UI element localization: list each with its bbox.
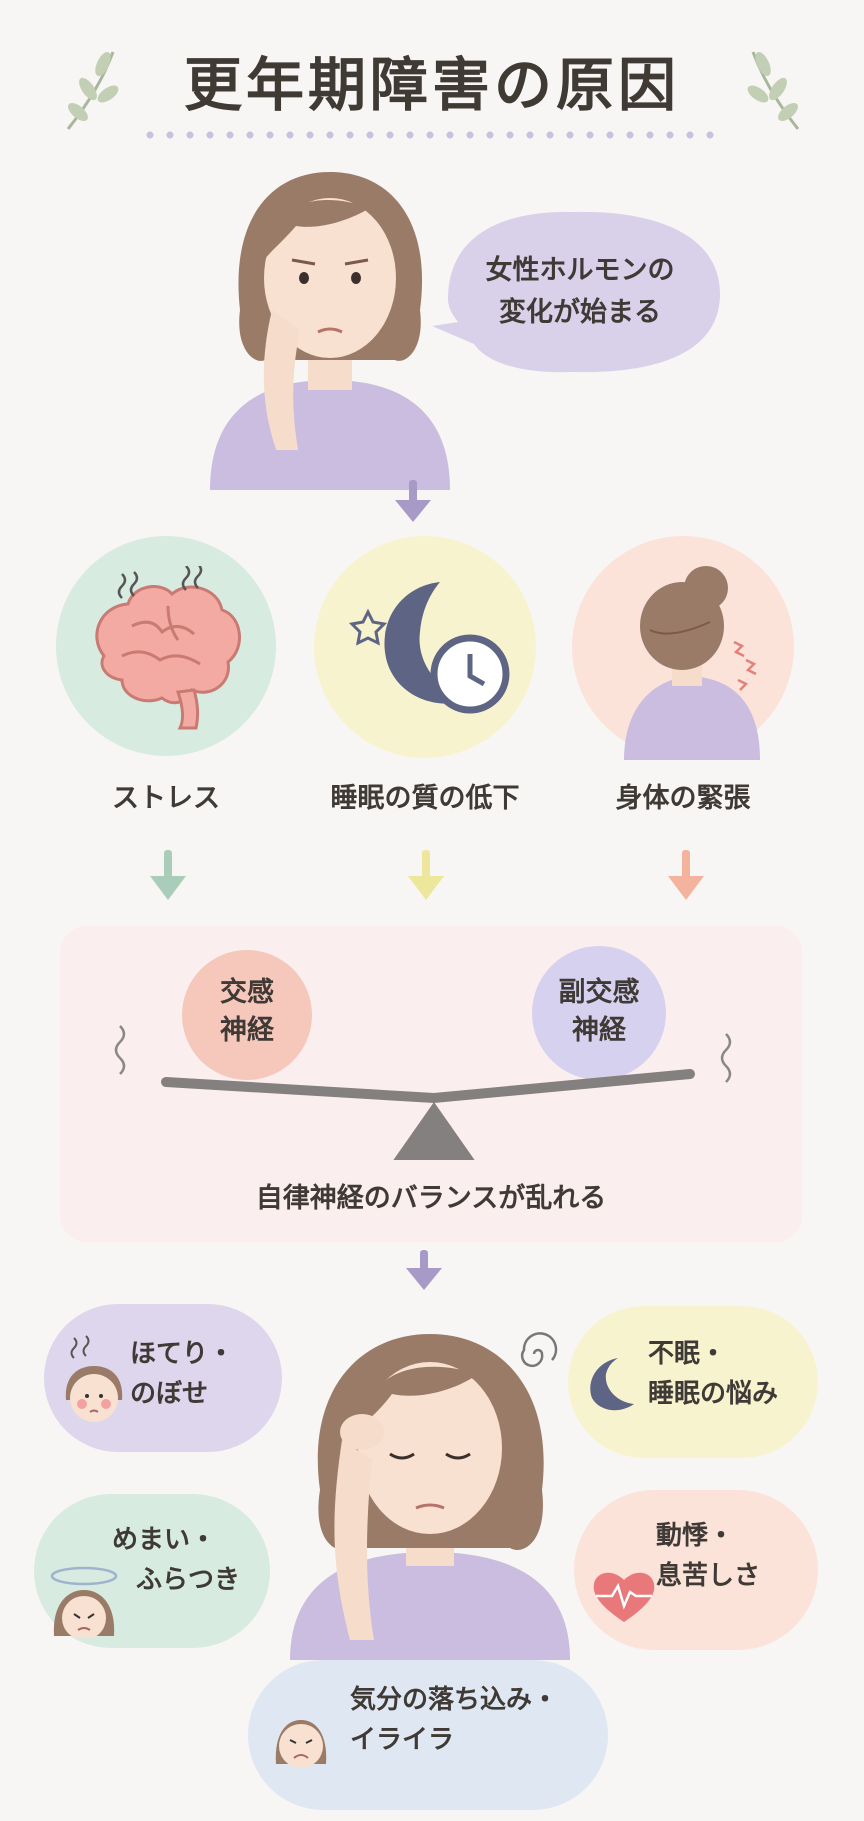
arrow-down-peach-icon (668, 850, 704, 900)
arrow-down-icon-2 (406, 1250, 442, 1290)
seesaw-icon (114, 1025, 732, 1160)
worried-woman-illustration (210, 172, 450, 490)
brain-icon (95, 566, 241, 730)
tense-shoulder-woman-icon (624, 566, 760, 760)
parasympathetic-node (532, 946, 666, 1080)
arrow-down-yellow-icon (408, 850, 444, 900)
sad-face-icon (275, 1720, 327, 1768)
title-divider (140, 131, 724, 139)
arrow-down-green-icon (150, 850, 186, 900)
symptom-text-dizziness: めまい・ ふらつき (112, 1525, 241, 1595)
leaf-sprig-right-icon (747, 51, 800, 130)
symptom-text-insomnia: 不眠・ 睡眠の悩み (648, 1339, 779, 1409)
page-title: 更年期障害の原因 (183, 51, 680, 119)
hormone-change-bubble: 女性ホルモンの 変化が始まる (450, 236, 710, 348)
flushed-face-icon (65, 1335, 123, 1422)
sympathetic-label: 交感 神経 (220, 977, 274, 1046)
cause-label-sleep: 睡眠の質の低下 (330, 783, 520, 814)
symptom-text-hot-flash: ほてり・ のぼせ (130, 1339, 235, 1409)
dizzy-swirl-icon (520, 1332, 558, 1367)
dizzy-face-icon (50, 1566, 118, 1638)
cause-label-stress: ストレス (112, 783, 220, 814)
cause-label-tension: 身体の緊張 (615, 783, 751, 814)
symptom-bubble-insomnia (568, 1306, 818, 1458)
parasympathetic-label: 副交感 神経 (558, 977, 640, 1046)
speech-bubble-shape (432, 211, 720, 373)
sympathetic-node (182, 950, 312, 1080)
leaf-sprig-left-icon (66, 51, 119, 130)
symptom-text-palpitations: 動悸・ 息苦しさ (656, 1521, 761, 1591)
bubble-line-2: 変化が始まる (499, 297, 661, 328)
symptom-text-mood: 気分の落ち込み・ イライラ (350, 1685, 559, 1755)
sleep-circle (314, 536, 536, 758)
symptom-bubble-palpitations (574, 1490, 818, 1650)
heart-pulse-icon (593, 1572, 655, 1622)
crescent-moon-icon (590, 1358, 634, 1411)
arrow-down-icon (395, 480, 431, 522)
bubble-line-1: 女性ホルモンの (485, 255, 675, 286)
balance-caption: 自律神経のバランスが乱れる (255, 1183, 607, 1214)
moon-clock-icon (348, 582, 510, 714)
distressed-woman-illustration (290, 1334, 570, 1660)
